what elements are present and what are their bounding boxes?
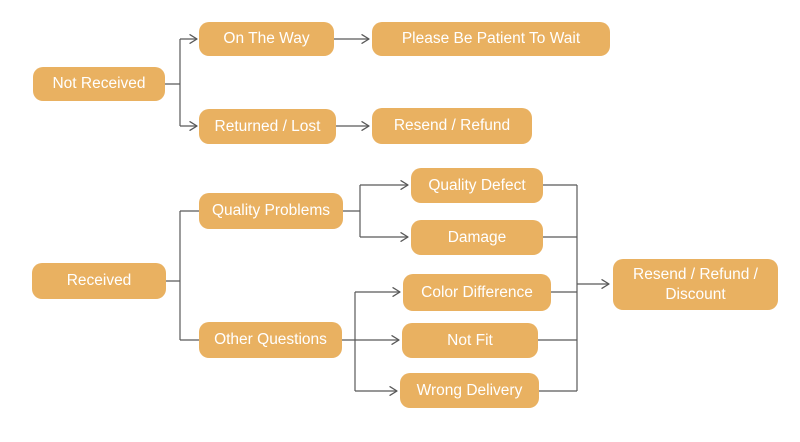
node-not-fit: Not Fit	[402, 323, 538, 358]
node-color-difference: Color Difference	[403, 274, 551, 311]
node-received: Received	[32, 263, 166, 299]
node-damage: Damage	[411, 220, 543, 255]
node-returned-lost: Returned / Lost	[199, 109, 336, 144]
edge-other-questions-trunk	[342, 292, 356, 391]
node-not-received: Not Received	[33, 67, 165, 101]
edge-quality-problems-trunk	[343, 185, 361, 237]
node-quality-defect: Quality Defect	[411, 168, 543, 203]
node-quality-problems: Quality Problems	[199, 193, 343, 229]
node-on-the-way: On The Way	[199, 22, 334, 56]
node-please-be-patient: Please Be Patient To Wait	[372, 22, 610, 56]
node-resend-refund: Resend / Refund	[372, 108, 532, 144]
node-other-questions: Other Questions	[199, 322, 342, 358]
edge-received-trunk	[166, 210, 200, 341]
node-wrong-delivery: Wrong Delivery	[400, 373, 539, 408]
node-resend-refund-discount: Resend / Refund / Discount	[613, 259, 778, 310]
edge-not-received-trunk	[165, 39, 181, 126]
